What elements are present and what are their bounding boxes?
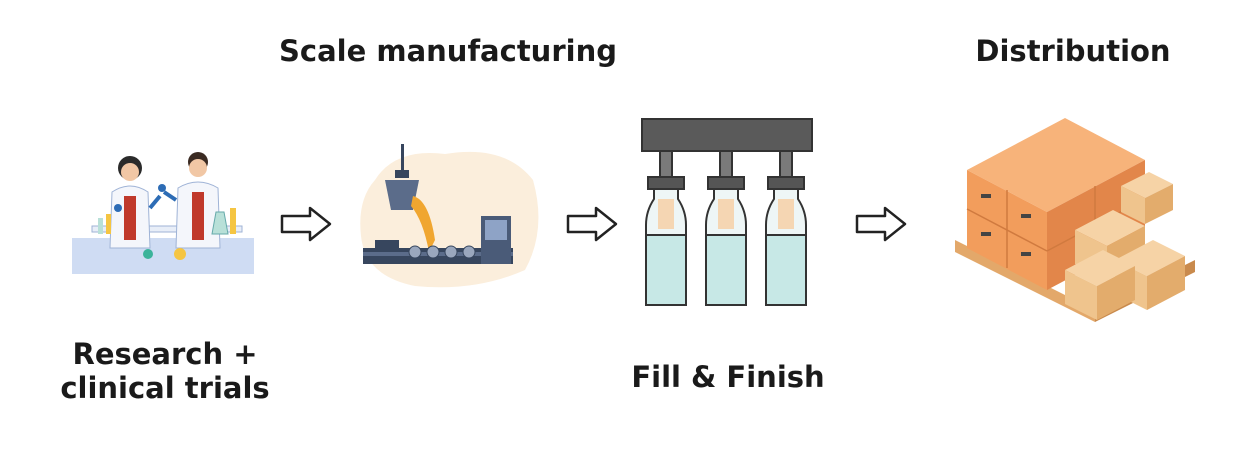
arrow-right-icon [566,206,618,242]
arrow-right-icon [280,206,332,242]
step-manufacturing-label: Scale manufacturing [279,34,617,68]
step-fill-finish-label: Fill & Finish [631,360,825,394]
bottle-filling-icon [641,118,813,306]
step-research-label: Research + clinical trials [55,337,275,405]
step-distribution-label: Distribution [975,34,1171,68]
arrow-right-icon [855,206,907,242]
factory-machine-icon [360,144,539,288]
boxes-pallet-icon [955,118,1195,322]
step-research-label-line1: Research + [72,337,258,371]
scientists-lab-icon [72,152,254,274]
step-research-label-line2: clinical trials [60,371,270,405]
